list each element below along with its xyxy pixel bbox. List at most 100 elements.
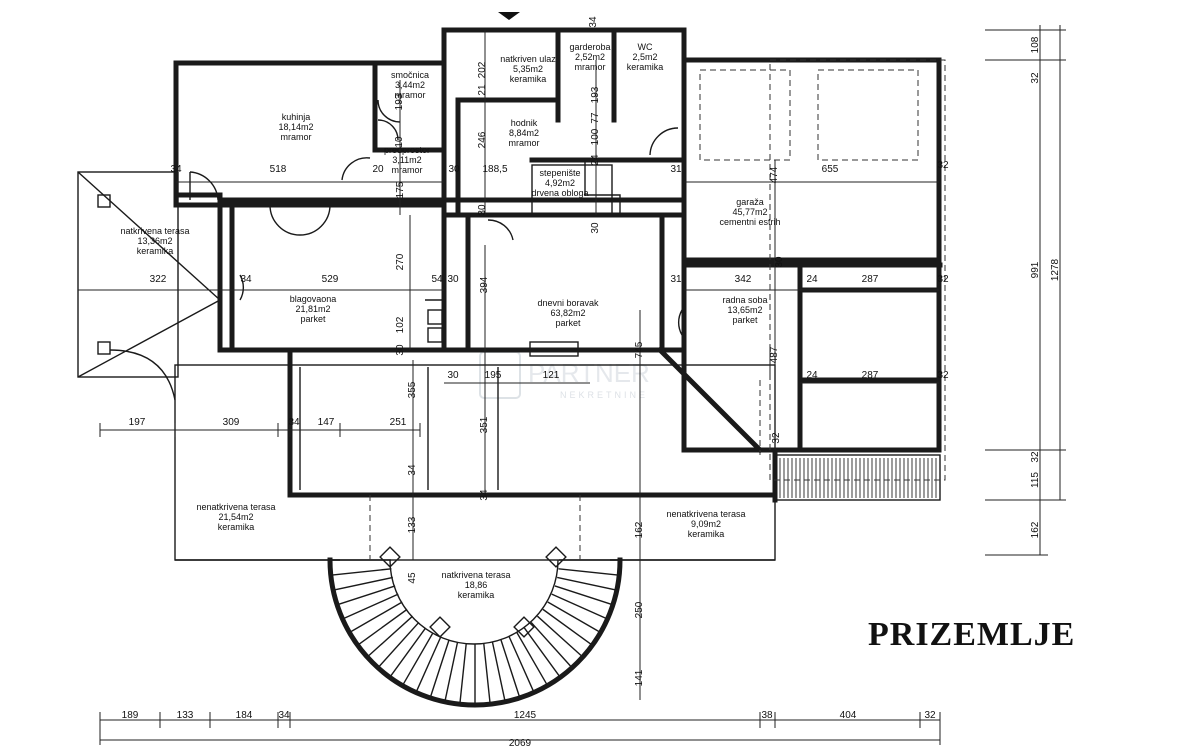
room-label-ulaz: 5,35m2 [513, 64, 543, 74]
dim-text: 287 [862, 370, 879, 381]
dim-text: 355 [407, 381, 418, 398]
room-label-terasa-w: 13,36m2 [137, 236, 172, 246]
stair-tread [444, 642, 459, 702]
room-label-stepeniste: 4,92m2 [545, 178, 575, 188]
dim-text: 655 [822, 164, 839, 175]
dim-text: 10 [394, 136, 405, 148]
stair-tread [558, 568, 620, 576]
room-label-kuhinja: kuhinja [282, 112, 311, 122]
room-label-hodnik: 8,84m2 [509, 128, 539, 138]
dim-text: 34 [170, 164, 182, 175]
dim-text: 342 [735, 274, 752, 285]
watermark: PARTNER NEKRETNINE [479, 351, 650, 400]
dim-text: 54 [431, 274, 443, 285]
stair-tread [551, 593, 608, 620]
room-label-blagovaona: 21,81m2 [295, 304, 330, 314]
dim-text: 246 [477, 131, 488, 148]
dim-text: 193 [590, 86, 601, 103]
dim-text: 394 [479, 276, 490, 293]
dim-text: 529 [322, 274, 339, 285]
stair-tread [508, 636, 535, 693]
stair-tread [557, 576, 617, 591]
dim-text: 202 [477, 61, 488, 78]
dim-text: 189 [122, 710, 139, 721]
dim-text: 141 [634, 669, 645, 686]
dim-text: 184 [236, 710, 253, 721]
dim-text: 487 [769, 346, 780, 363]
stair-tread [366, 615, 414, 658]
dim-text: 250 [634, 601, 645, 618]
dim-text: 162 [1030, 521, 1041, 538]
stair-tread [547, 601, 601, 634]
dim-text: 31 [670, 274, 682, 285]
dim-text: 162 [634, 521, 645, 538]
room-label-hodnik: mramor [509, 138, 540, 148]
garage-parking-outline [699, 59, 946, 481]
stair-tread [401, 632, 434, 686]
room-label-kuhinja: 18,14m2 [278, 122, 313, 132]
dim-text: 188,5 [482, 164, 507, 175]
stair-tread [349, 601, 403, 634]
dim-text: 404 [840, 710, 857, 721]
dim-text: 351 [479, 416, 490, 433]
stair-tread [536, 615, 584, 658]
doors [189, 99, 683, 336]
dim-text: 32 [1030, 72, 1041, 84]
dim-text: 991 [1030, 261, 1041, 278]
room-label-terasa-sw: 21,54m2 [218, 512, 253, 522]
north-arrow [498, 12, 520, 20]
dim-text: 197 [129, 417, 146, 428]
room-label-predprostor: 3,11m2 [392, 155, 421, 165]
room-label-terasa-se: nenatkrivena terasa [666, 509, 745, 519]
room-label-blagovaona: blagovaona [290, 294, 337, 304]
dim-text: 30 [447, 274, 459, 285]
stair-tread [333, 576, 393, 591]
dim-text: 38 [761, 710, 773, 721]
dim-text: 309 [223, 417, 240, 428]
room-labels: smočnica3,44m2mramorkuhinja18,14m2mramor… [120, 42, 780, 600]
dim-text: 34 [588, 16, 599, 28]
room-label-stepeniste: stepenište [539, 168, 580, 178]
room-label-hodnik: hodnik [511, 118, 538, 128]
dim-text: 133 [407, 516, 418, 533]
room-label-ulaz: keramika [510, 74, 547, 84]
room-label-terasa-south: keramika [458, 590, 495, 600]
dimension-lines [78, 25, 1066, 745]
room-label-stepeniste: drvena obloga [531, 188, 588, 198]
dim-text: 147 [318, 417, 335, 428]
room-label-terasa-south: natkrivena terasa [441, 570, 510, 580]
stair-tread [516, 632, 549, 686]
dim-text: 31 [670, 164, 682, 175]
dim-text: 32 [937, 160, 949, 171]
dim-text: 322 [150, 274, 167, 285]
dim-text: 30 [590, 222, 601, 234]
spiral-staircase [327, 495, 623, 708]
stair-tread [500, 639, 521, 699]
room-label-smocnica: 3,44m2 [395, 80, 425, 90]
stair-tread [336, 585, 396, 606]
stair-tread [429, 639, 450, 699]
room-label-kuhinja: mramor [281, 132, 312, 142]
dim-text: 1245 [514, 710, 537, 721]
dim-text: 100 [590, 128, 601, 145]
stair-tread [483, 643, 491, 705]
dim-text: 251 [390, 417, 407, 428]
stair-tread [415, 636, 442, 693]
dim-text: 77 [590, 112, 601, 124]
dim-text: 32 [937, 370, 949, 381]
dim-text: 32 [937, 274, 949, 285]
dim-text: 24 [806, 274, 818, 285]
room-label-garderoba: mramor [575, 62, 606, 72]
room-label-wc: 2,5m2 [632, 52, 657, 62]
dim-text: 34 [407, 464, 418, 476]
stair-tread [342, 593, 399, 620]
dim-text: 102 [395, 316, 406, 333]
dim-text: 287 [862, 274, 879, 285]
stair-tread [377, 621, 420, 669]
dim-text: 270 [395, 253, 406, 270]
room-label-garaza: cementni estrih [719, 217, 780, 227]
dim-text: 34 [479, 489, 490, 501]
plan-title: PRIZEMLJE [868, 616, 1075, 653]
room-label-wc: WC [638, 42, 653, 52]
